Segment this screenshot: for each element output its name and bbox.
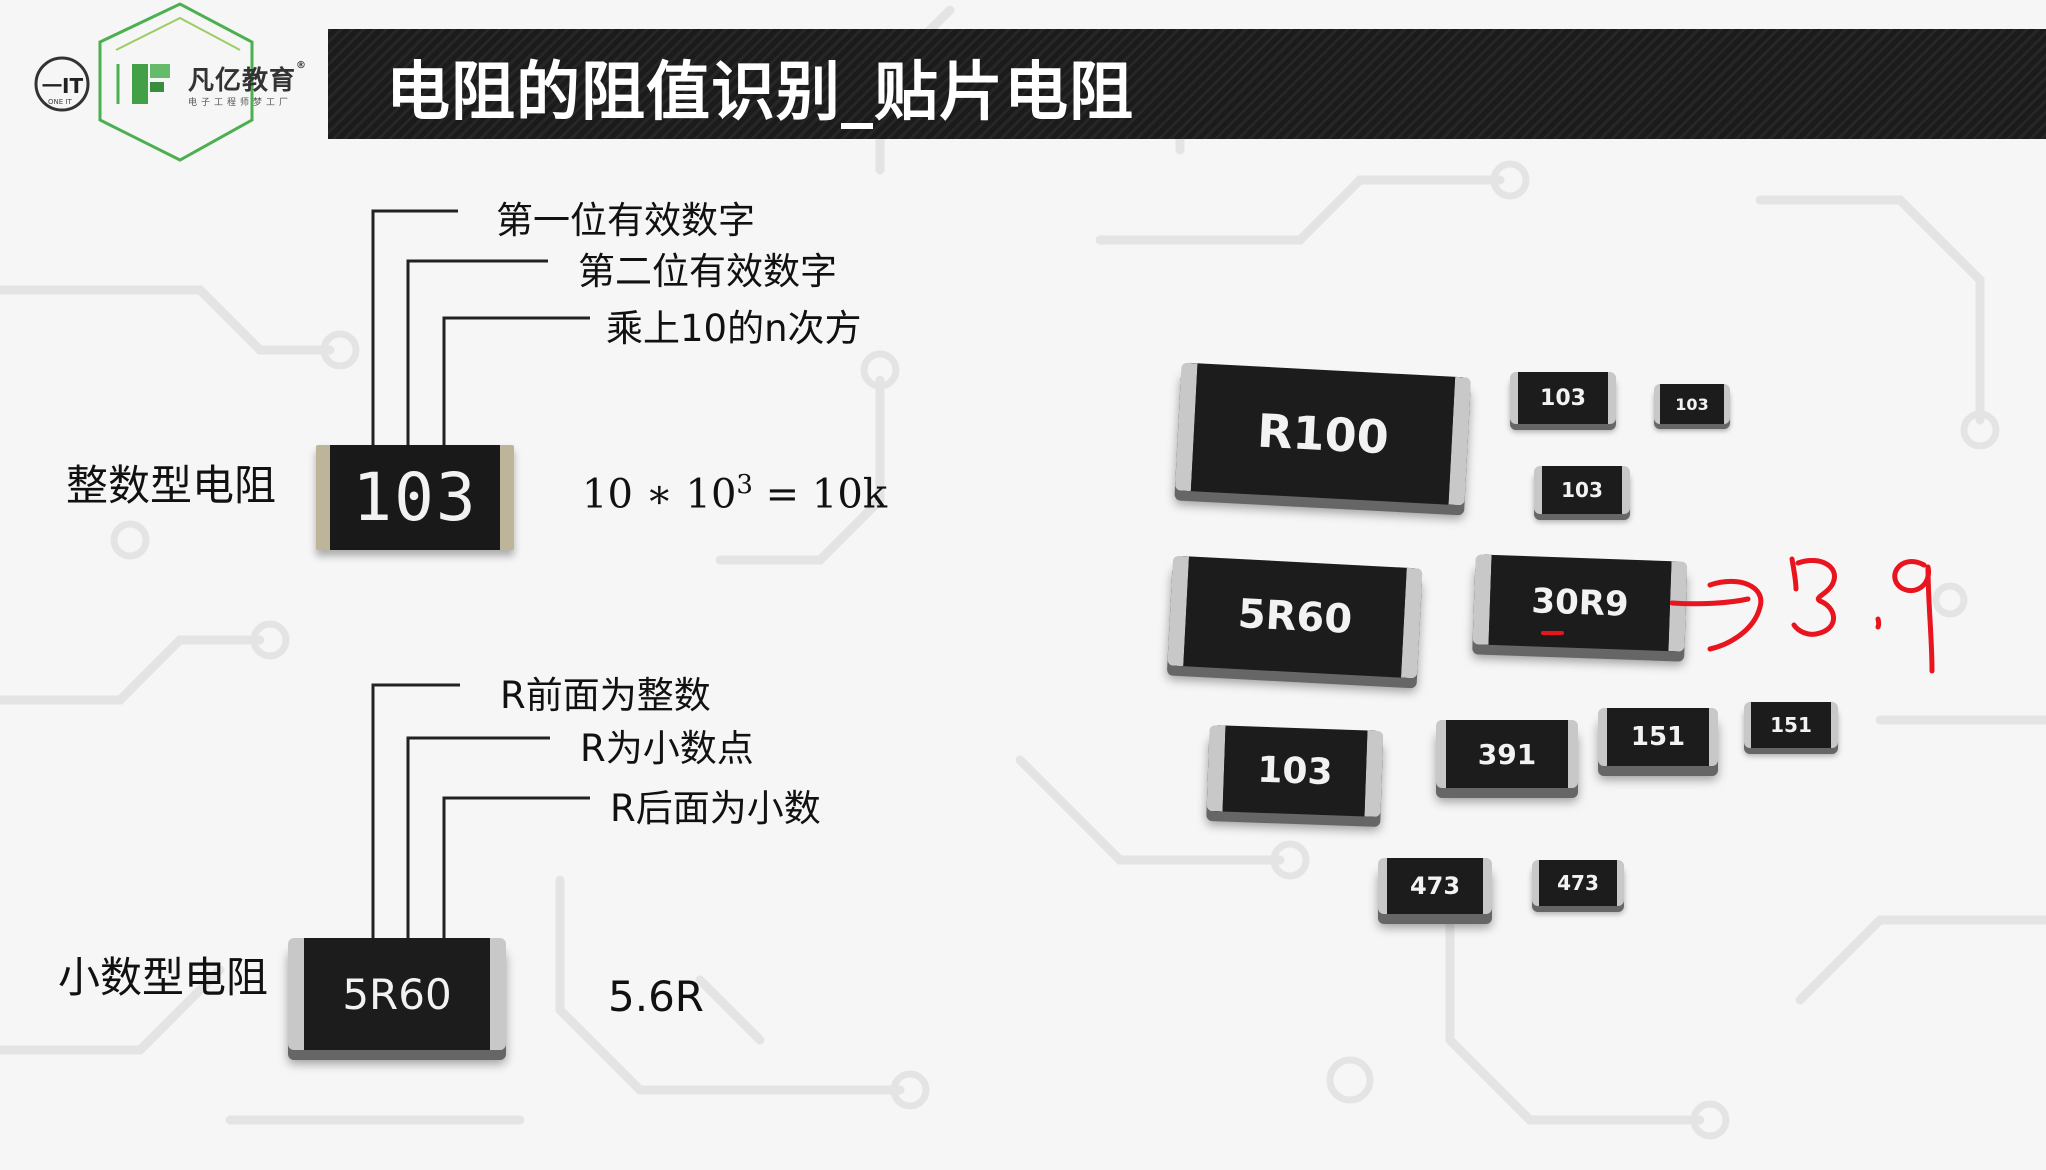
chip-5r60: 5R60 — [1167, 555, 1423, 679]
chip-103-a: 103 — [1510, 372, 1616, 424]
chip-151-b: 151 — [1744, 702, 1838, 748]
chip-label: 103 — [1561, 478, 1603, 502]
decimal-chip: 5R60 — [288, 938, 506, 1050]
chip-label: 391 — [1477, 737, 1537, 771]
integer-resistor-heading: 整数型电阻 — [66, 461, 277, 510]
callout-multiplier: 乘上10的n次方 — [606, 307, 862, 350]
logo-mark-sub: ONE IT — [48, 98, 72, 106]
chip-391: 391 — [1436, 720, 1578, 788]
chip-473-a: 473 — [1378, 858, 1492, 914]
title-banner: 电阻的阻值识别_贴片电阻 — [328, 29, 2046, 139]
chip-label: 473 — [1557, 871, 1599, 895]
decimal-resistor-heading: 小数型电阻 — [58, 953, 269, 1002]
underline-mark-drawing — [1541, 631, 1564, 635]
callout-second-digit: 第二位有效数字 — [578, 250, 837, 293]
logo-name: 凡亿教育® — [188, 60, 308, 96]
decimal-chip-code: 5R60 — [342, 969, 452, 1019]
chip-473-b: 473 — [1532, 860, 1624, 906]
formula-exponent: 3 — [736, 470, 753, 500]
integer-formula: 10 ∗ 103 = 10k — [582, 470, 887, 517]
integer-chip-code: 103 — [352, 459, 478, 536]
chip-151-a: 151 — [1598, 708, 1718, 766]
callout-integer-part: R前面为整数 — [500, 674, 711, 717]
formula-rest: = 10k — [752, 471, 888, 518]
chip-103-b: 103 — [1654, 384, 1730, 424]
chip-label: 151 — [1630, 722, 1686, 752]
chip-label: R100 — [1255, 403, 1391, 465]
callout-decimal-part: R后面为小数 — [610, 787, 821, 830]
chip-103-c: 103 — [1534, 466, 1630, 514]
integer-chip: 103 — [316, 445, 514, 550]
chip-label: 5R60 — [1236, 591, 1354, 643]
page-title: 电阻的阻值识别_贴片电阻 — [386, 56, 1134, 130]
callout-first-digit: 第一位有效数字 — [496, 199, 755, 242]
brand-logo: 一IT ONE IT 凡亿教育® 电子工程师梦工厂 — [20, 2, 330, 167]
callout-decimal-point: R为小数点 — [580, 727, 754, 770]
hexagon-logo-icon — [34, 2, 254, 162]
chip-103-d: 103 — [1206, 724, 1384, 818]
formula-base: 10 ∗ 10 — [582, 471, 737, 518]
chip-label: 473 — [1409, 872, 1461, 900]
chip-label: 103 — [1675, 394, 1709, 414]
chip-30r9: 30R9 — [1472, 554, 1688, 652]
chip-label: 151 — [1770, 713, 1812, 737]
logo-subtitle: 电子工程师梦工厂 — [188, 98, 293, 108]
decimal-value: 5.6R — [608, 972, 704, 1021]
chip-r100: R100 — [1174, 362, 1472, 506]
logo-mark: 一IT — [42, 74, 84, 98]
chip-label: 30R9 — [1530, 581, 1630, 625]
handwritten-annotation-drawing — [1670, 556, 1935, 674]
chip-label: 103 — [1256, 749, 1334, 793]
chip-label: 103 — [1540, 385, 1586, 411]
